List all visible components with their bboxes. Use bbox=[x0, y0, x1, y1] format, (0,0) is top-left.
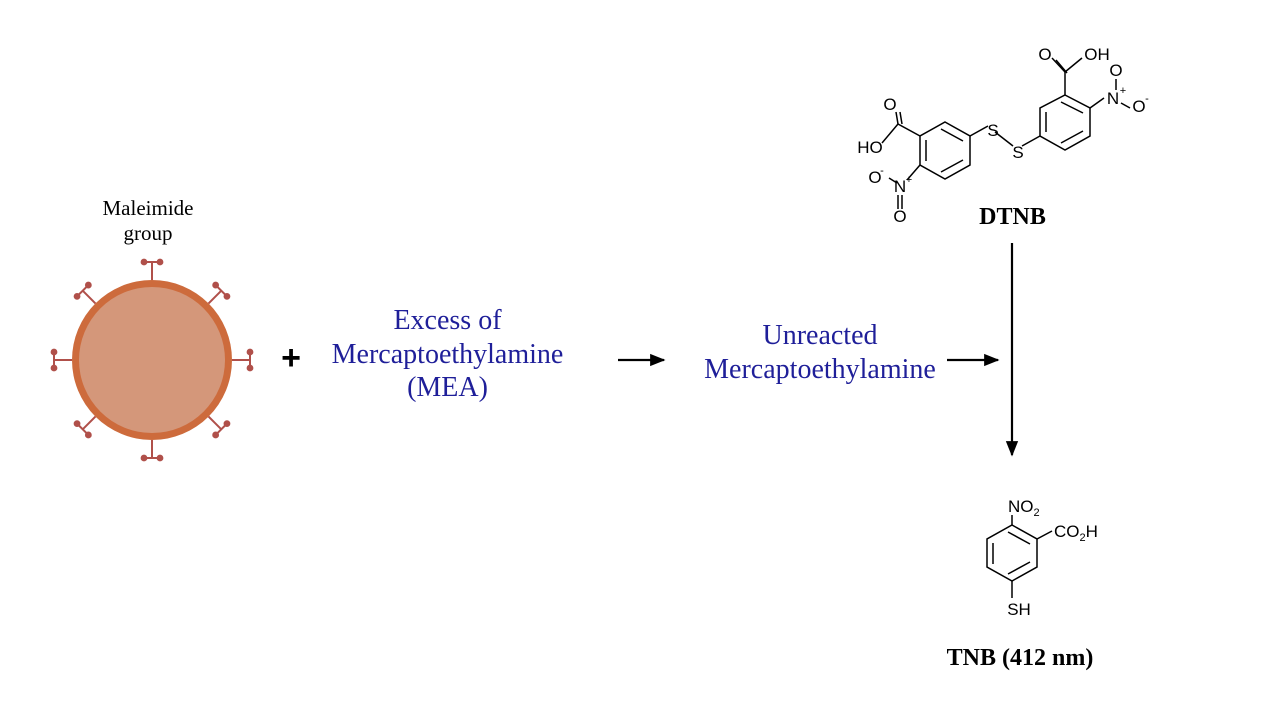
maleimide-group-icon bbox=[140, 440, 164, 462]
tnb-atom-co2h: CO2H bbox=[1054, 522, 1098, 544]
dtnb-atom-s-1: S bbox=[987, 121, 998, 140]
reagent-line-2: Mercaptoethylamine bbox=[331, 338, 564, 370]
maleimide-group-icon bbox=[140, 258, 164, 280]
dtnb-atom-n-2: N bbox=[1107, 89, 1119, 108]
unreacted-line-1: Unreacted bbox=[762, 320, 878, 351]
dtnb-atom-o-5: O bbox=[1132, 97, 1145, 116]
maleimide-groups bbox=[50, 258, 254, 462]
dtnb-label: DTNB bbox=[979, 204, 1046, 230]
reagent-line-3: (MEA) bbox=[407, 372, 488, 404]
dtnb-atom-oh: OH bbox=[1084, 45, 1110, 64]
tnb-atom-sh: SH bbox=[1007, 600, 1031, 619]
maleimide-group-icon bbox=[50, 348, 72, 372]
reagent-line-1: Excess of bbox=[393, 305, 502, 336]
tnb-label: TNB (412 nm) bbox=[946, 645, 1094, 671]
maleimide-group-icon bbox=[207, 281, 231, 305]
reagent-label: Excess of Mercaptoethylamine (MEA) bbox=[300, 304, 595, 405]
dtnb-charge-minus: - bbox=[880, 165, 884, 177]
dtnb-atom-o-minus: O bbox=[868, 168, 881, 187]
dtnb-atom-o-3: O bbox=[1038, 45, 1051, 64]
nanoparticle-icon bbox=[72, 280, 232, 440]
dtnb-charge-plus-2: + bbox=[1120, 85, 1126, 97]
dtnb-charge-plus: + bbox=[906, 174, 912, 186]
dtnb-charge-minus-2: - bbox=[1145, 93, 1149, 105]
maleimide-label-line-1: Maleimide bbox=[102, 196, 194, 220]
tnb-atom-no2: NO2 bbox=[1008, 497, 1040, 519]
maleimide-group-icon bbox=[73, 415, 97, 439]
unreacted-label: Unreacted Mercaptoethylamine bbox=[672, 319, 968, 386]
dtnb-atom-s-2: S bbox=[1012, 143, 1023, 162]
tnb-structure: NO2 CO2H SH bbox=[986, 497, 1098, 619]
dtnb-atom-ho: HO bbox=[857, 138, 883, 157]
dtnb-atom-o-2: O bbox=[893, 207, 906, 226]
maleimide-group-label: Maleimide group bbox=[78, 196, 218, 246]
dtnb-atom-o-4: O bbox=[1109, 61, 1122, 80]
maleimide-label-line-2: group bbox=[123, 221, 173, 246]
maleimide-group-icon bbox=[207, 415, 231, 439]
unreacted-line-2: Mercaptoethylamine bbox=[704, 353, 936, 385]
dtnb-atom-o: O bbox=[883, 95, 896, 114]
maleimide-group-icon bbox=[73, 281, 97, 305]
plus-sign: + bbox=[281, 339, 301, 377]
dtnb-structure: O HO O - N + O S S O OH O N + O - bbox=[857, 45, 1149, 226]
dtnb-atom-n: N bbox=[894, 177, 906, 196]
maleimide-group-icon bbox=[232, 348, 254, 372]
